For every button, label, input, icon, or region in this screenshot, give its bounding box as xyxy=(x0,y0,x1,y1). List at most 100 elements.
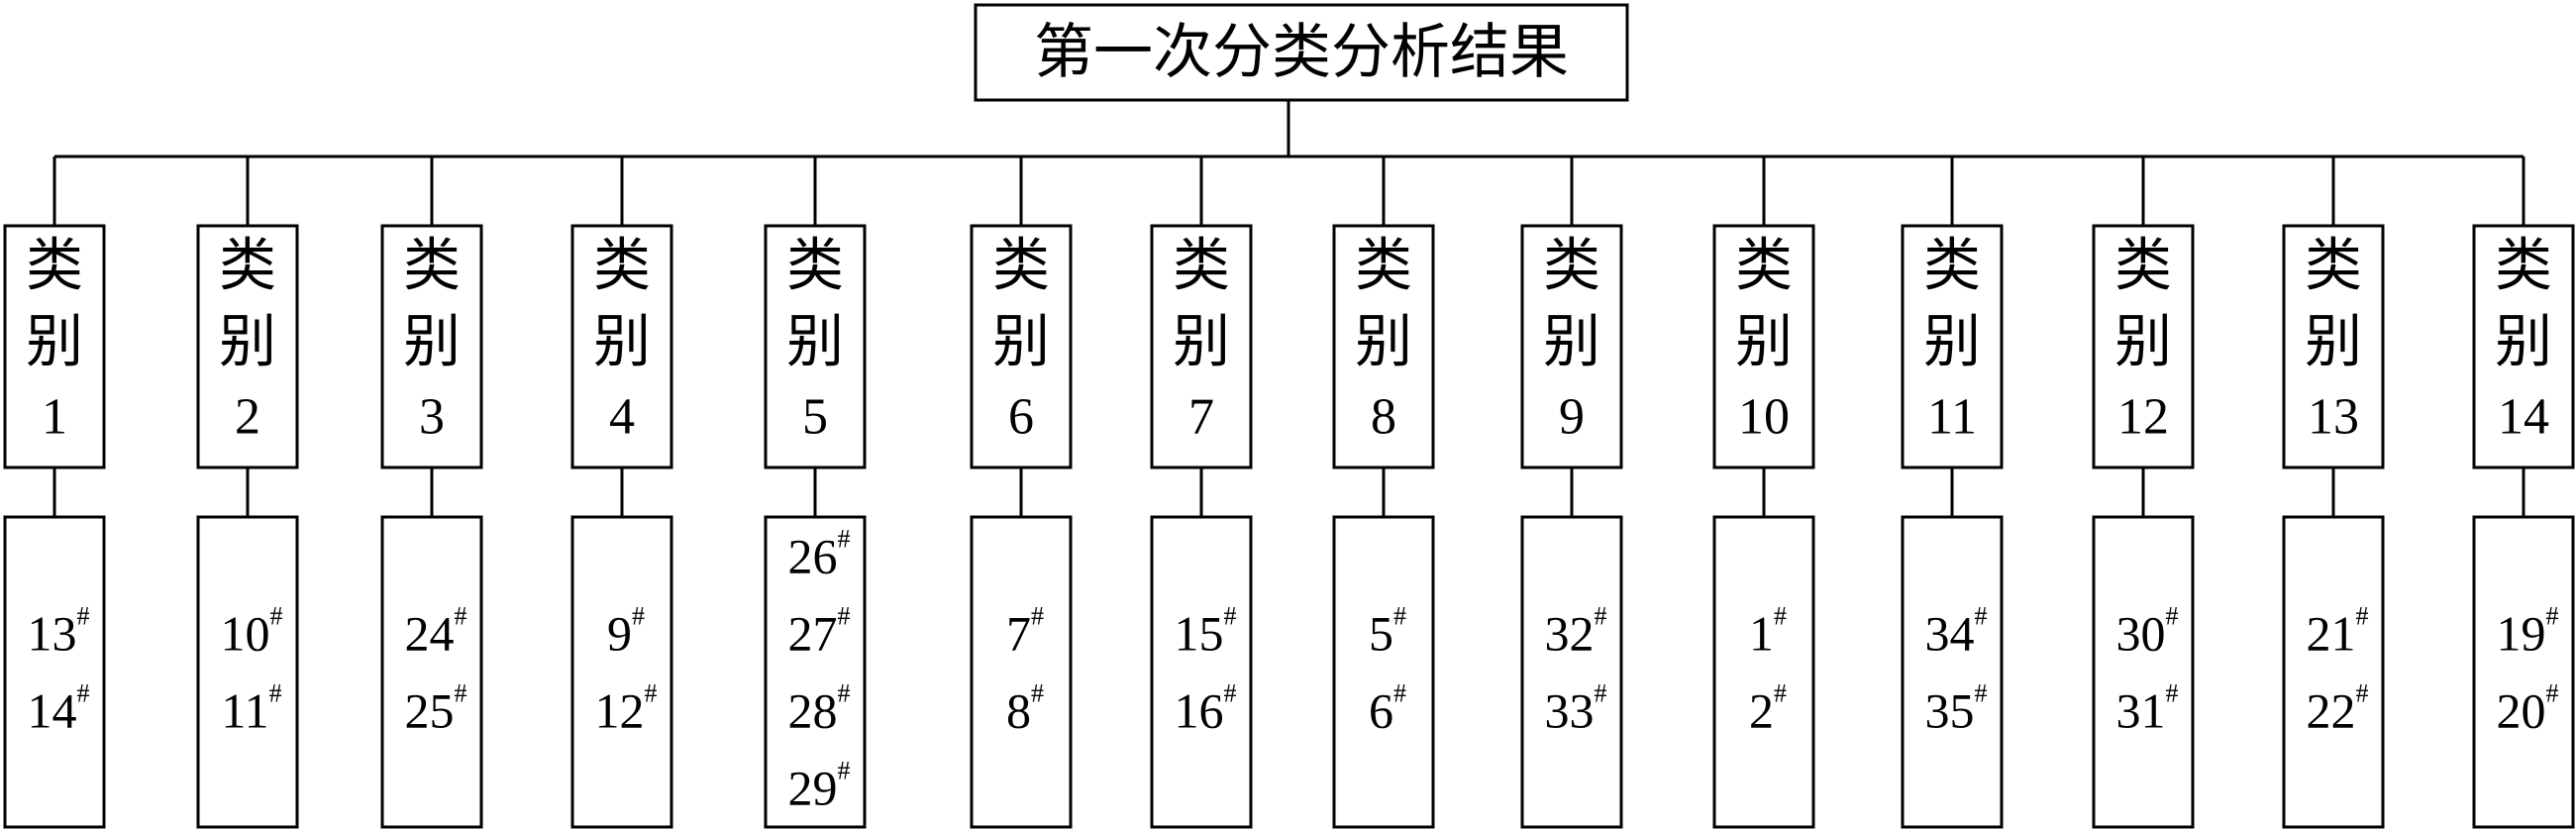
category-box-3 xyxy=(380,224,483,469)
item-box-7 xyxy=(1150,515,1253,829)
sample-mark: # xyxy=(455,601,467,630)
sample-mark: # xyxy=(270,601,283,630)
category-char-bie: 别 xyxy=(1735,310,1793,374)
category-columns: 类别113#14#类别210#11#类别324#25#类别49#12#类别526… xyxy=(3,224,2575,829)
category-number: 10 xyxy=(1738,389,1790,446)
category-number: 7 xyxy=(1188,389,1214,446)
category-char-lei: 类 xyxy=(2114,234,2172,298)
sample-mark: # xyxy=(838,524,851,553)
item-box-9 xyxy=(1520,515,1623,829)
item-box-2 xyxy=(196,515,299,829)
sample-mark: # xyxy=(1031,678,1044,707)
category-number: 3 xyxy=(419,389,445,446)
category-char-bie: 别 xyxy=(403,310,461,374)
category-char-lei: 类 xyxy=(1355,234,1412,298)
sample-mark: # xyxy=(2546,601,2559,630)
category-char-lei: 类 xyxy=(2495,234,2552,298)
item-box-13 xyxy=(2282,515,2385,829)
category-char-bie: 别 xyxy=(2495,310,2552,374)
category-char-bie: 别 xyxy=(26,310,83,374)
category-char-bie: 别 xyxy=(1543,310,1600,374)
sample-mark: # xyxy=(1224,678,1237,707)
sample-mark: # xyxy=(838,756,851,784)
sample-mark: # xyxy=(645,678,658,707)
category-number: 12 xyxy=(2117,389,2169,446)
item-box-5 xyxy=(764,515,867,829)
sample-mark: # xyxy=(1975,601,1988,630)
category-box-7 xyxy=(1150,224,1253,469)
category-char-bie: 别 xyxy=(2114,310,2172,374)
sample-mark: # xyxy=(455,678,467,707)
category-char-bie: 别 xyxy=(992,310,1050,374)
item-box-14 xyxy=(2472,515,2575,829)
category-number: 1 xyxy=(42,389,67,446)
category-box-5 xyxy=(764,224,867,469)
category-char-lei: 类 xyxy=(593,234,651,298)
category-char-lei: 类 xyxy=(1923,234,1981,298)
item-box-12 xyxy=(2092,515,2195,829)
category-char-lei: 类 xyxy=(403,234,461,298)
category-box-8 xyxy=(1332,224,1435,469)
category-number: 9 xyxy=(1559,389,1585,446)
sample-mark: # xyxy=(2356,601,2369,630)
category-number: 2 xyxy=(235,389,260,446)
category-box-1 xyxy=(3,224,106,469)
category-char-lei: 类 xyxy=(1735,234,1793,298)
item-box-8 xyxy=(1332,515,1435,829)
sample-mark: # xyxy=(1031,601,1044,630)
category-box-2 xyxy=(196,224,299,469)
tree-connectors xyxy=(52,100,2525,517)
category-char-lei: 类 xyxy=(219,234,276,298)
category-number: 8 xyxy=(1371,389,1396,446)
sample-mark: # xyxy=(1595,601,1607,630)
item-box-10 xyxy=(1712,515,1815,829)
sample-mark: # xyxy=(1774,601,1787,630)
sample-mark: # xyxy=(632,601,645,630)
category-box-10 xyxy=(1712,224,1815,469)
category-char-lei: 类 xyxy=(1543,234,1600,298)
sample-mark: # xyxy=(2166,678,2179,707)
sample-mark: # xyxy=(2546,678,2559,707)
sample-mark: # xyxy=(838,678,851,707)
category-number: 14 xyxy=(2498,389,2549,446)
item-box-6 xyxy=(970,515,1073,829)
sample-mark: # xyxy=(269,678,282,707)
sample-mark: # xyxy=(1774,678,1787,707)
root-node: 第一次分类分析结果 xyxy=(974,3,1629,102)
sample-mark: # xyxy=(1393,601,1406,630)
category-number: 4 xyxy=(609,389,635,446)
category-char-lei: 类 xyxy=(2305,234,2362,298)
sample-mark: # xyxy=(1224,601,1237,630)
root-label: 第一次分类分析结果 xyxy=(1034,18,1569,87)
sample-mark: # xyxy=(77,678,90,707)
category-char-lei: 类 xyxy=(786,234,844,298)
category-number: 13 xyxy=(2308,389,2359,446)
sample-mark: # xyxy=(1975,678,1988,707)
category-char-lei: 类 xyxy=(992,234,1050,298)
category-number: 11 xyxy=(1927,389,1977,446)
category-box-9 xyxy=(1520,224,1623,469)
sample-mark: # xyxy=(77,601,90,630)
category-char-bie: 别 xyxy=(219,310,276,374)
category-char-lei: 类 xyxy=(1173,234,1230,298)
item-box-3 xyxy=(380,515,483,829)
category-char-bie: 别 xyxy=(593,310,651,374)
category-box-12 xyxy=(2092,224,2195,469)
category-box-14 xyxy=(2472,224,2575,469)
category-box-11 xyxy=(1901,224,2004,469)
category-char-bie: 别 xyxy=(1923,310,1981,374)
sample-mark: # xyxy=(2166,601,2179,630)
sample-mark: # xyxy=(1595,678,1607,707)
